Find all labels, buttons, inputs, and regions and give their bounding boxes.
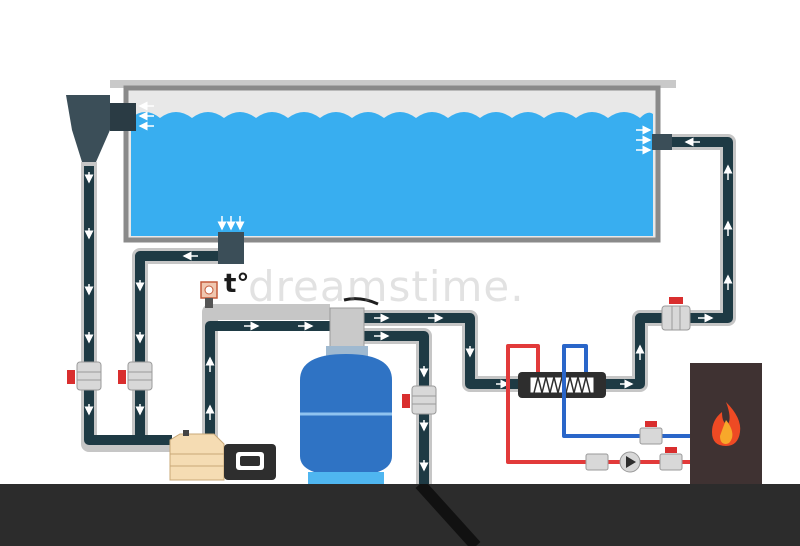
main-drain-arrows (217, 216, 245, 231)
skimmer-inlet-arrows (138, 101, 154, 131)
flame-icon (712, 402, 741, 446)
heating-loop (506, 344, 690, 464)
circulation-pump-icon (619, 451, 641, 473)
cold-loop (562, 344, 690, 438)
pool-deck (110, 80, 676, 88)
watermark: dreamstime. (248, 262, 525, 311)
pump-icon (169, 430, 276, 481)
thermometer-icon (200, 281, 218, 308)
valves (67, 297, 691, 415)
boiler (690, 363, 762, 484)
valve-icon[interactable] (402, 385, 437, 415)
main-drain-box (218, 232, 244, 264)
loop-valves (585, 421, 683, 473)
pipe-flow-arrows (84, 137, 733, 472)
return-outlet (652, 134, 672, 150)
valve-icon[interactable] (67, 361, 102, 391)
skimmer-mouth (110, 103, 136, 131)
valve-icon[interactable] (585, 453, 609, 471)
sand-filter (300, 297, 392, 484)
skimmer-housing (66, 95, 110, 162)
hot-loop (506, 344, 690, 464)
valve-icon[interactable] (639, 421, 663, 445)
pool-water (131, 112, 653, 236)
valve-icon[interactable] (661, 297, 691, 331)
temperature-label: t° (224, 269, 250, 299)
return-inlet-arrows (636, 125, 652, 155)
drain-pipe (415, 479, 481, 546)
ground (0, 484, 800, 546)
valve-icon[interactable] (659, 447, 683, 471)
valve-icon[interactable] (118, 361, 153, 391)
